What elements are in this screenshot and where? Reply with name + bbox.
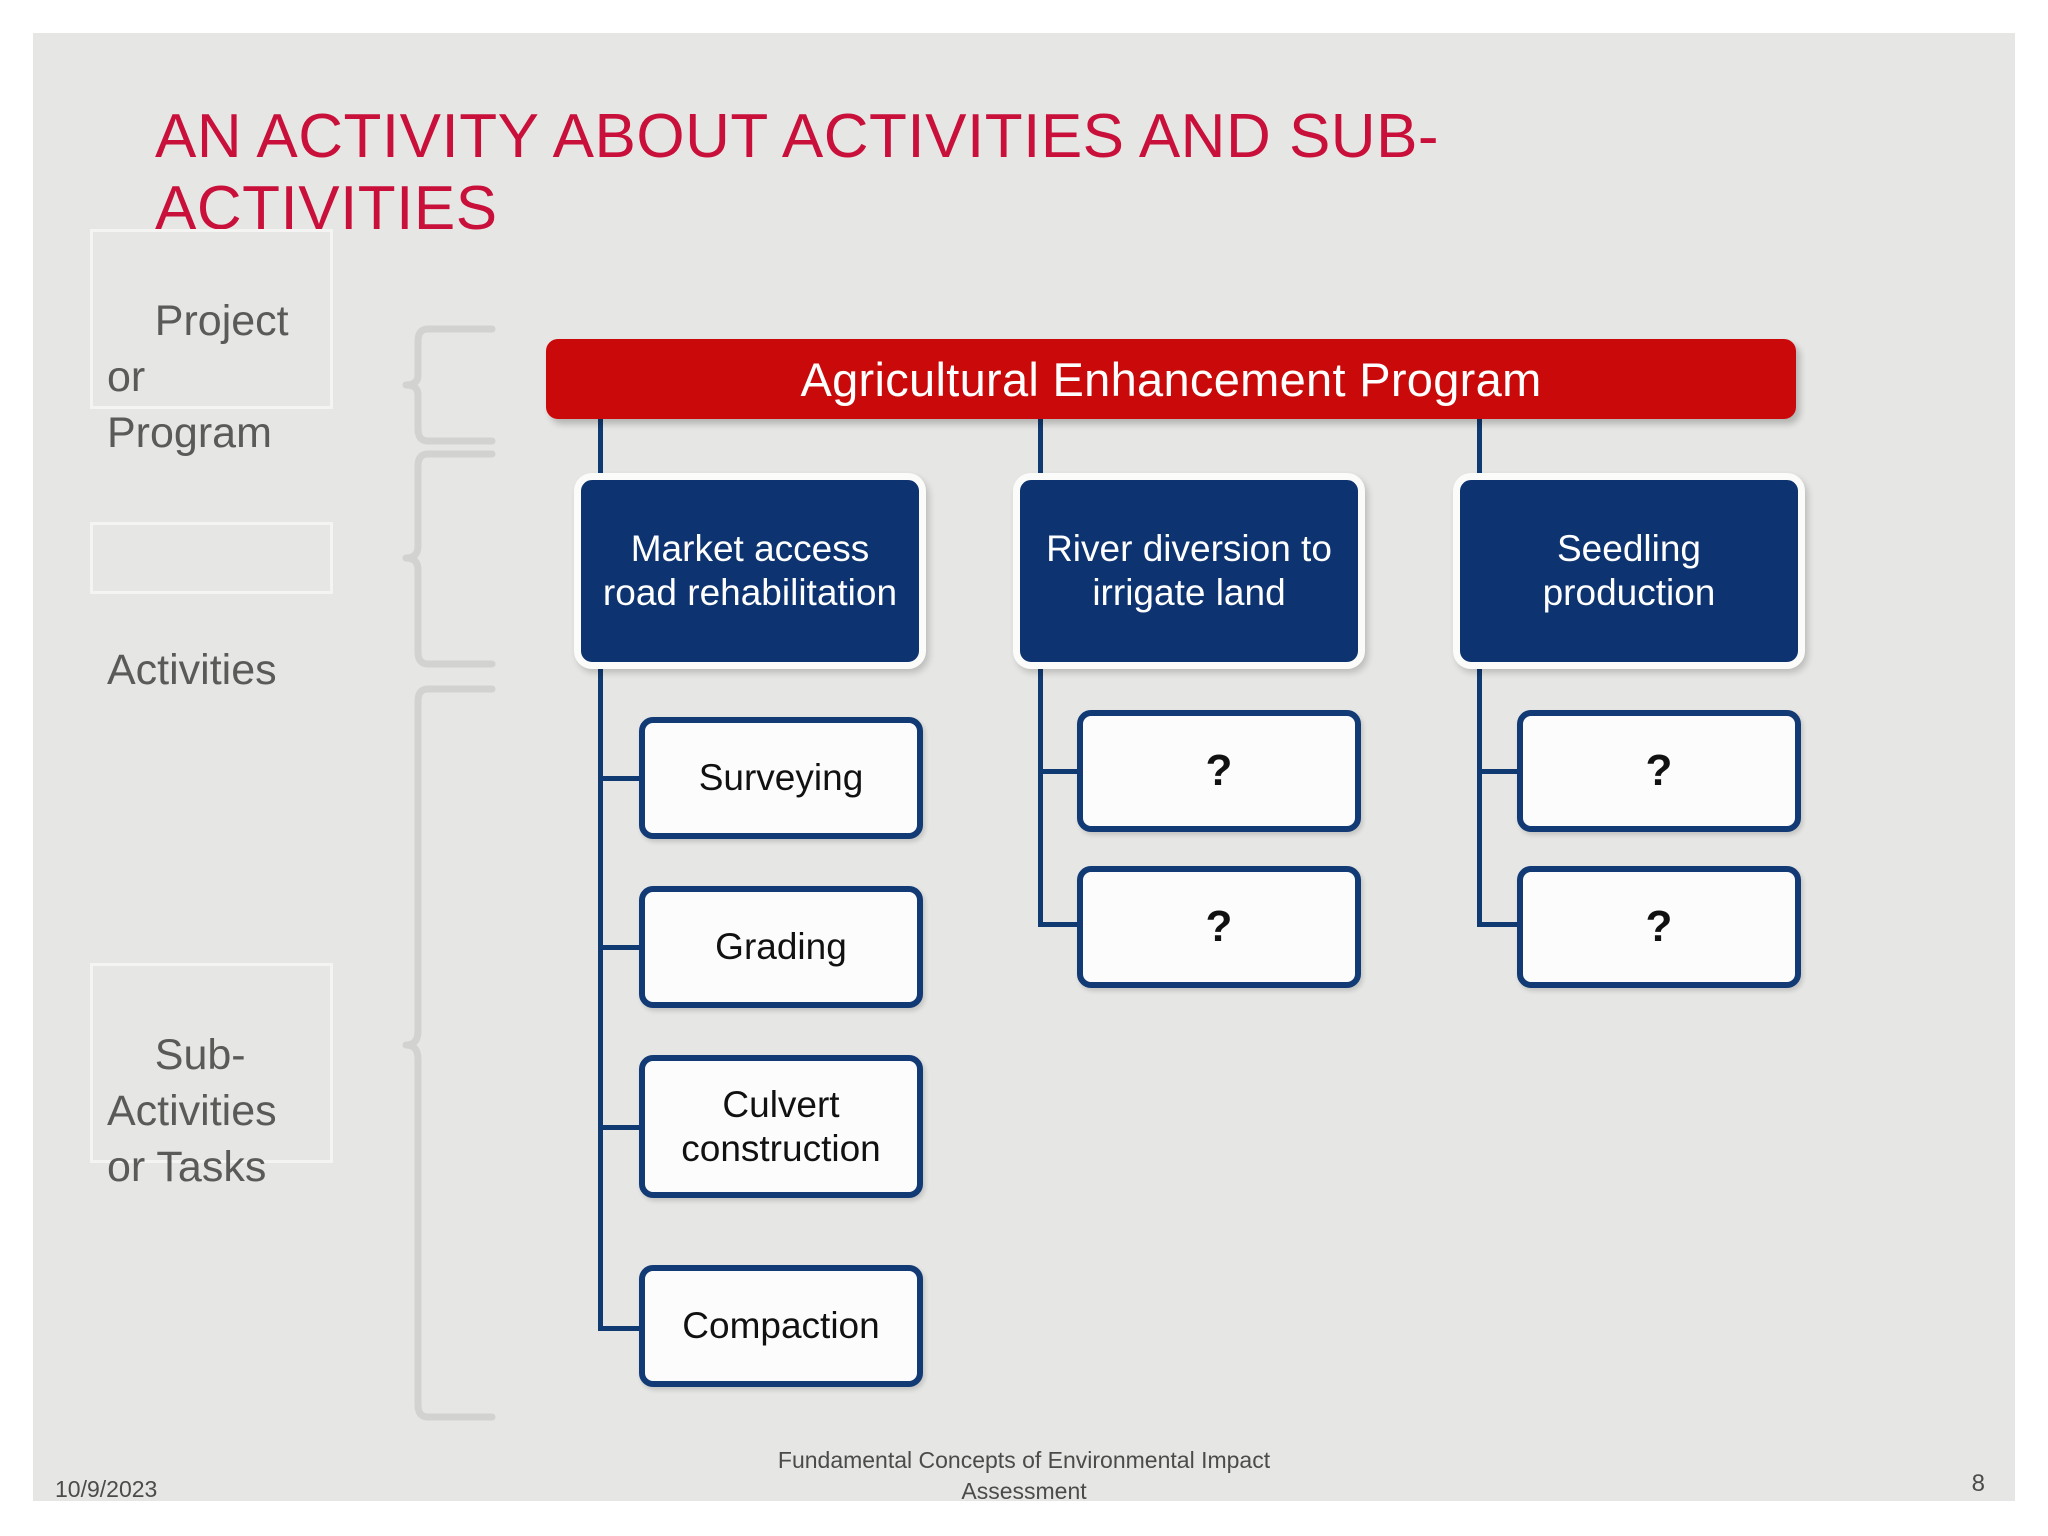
activity-box-river-diversion-to-irrigate-land[interactable]: River diversion to irrigate land (1013, 473, 1365, 669)
sub-activity-box-culvert-construction[interactable]: Culvert construction (639, 1055, 923, 1198)
slide-canvas: AN ACTIVITY ABOUT ACTIVITIES AND SUB-ACT… (33, 33, 2015, 1501)
connector-program-to-activity-1 (1038, 419, 1043, 477)
sub-activity-box-label: Compaction (682, 1305, 880, 1347)
connector-stub-1-1 (1038, 922, 1083, 927)
sub-activity-box-label: Culvert construction (681, 1083, 881, 1169)
page-title: AN ACTIVITY ABOUT ACTIVITIES AND SUB-ACT… (155, 102, 1440, 243)
category-label-activities-text: Activities (107, 645, 277, 694)
category-label-project-or-program-text: Project or Program (107, 296, 301, 457)
sub-activity-box-grading[interactable]: Grading (639, 886, 923, 1008)
category-label-project-or-program: Project or Program (90, 229, 333, 457)
sub-activity-box-unknown-2-1[interactable]: ? (1517, 866, 1801, 988)
connector-stub-0-3 (598, 1326, 643, 1331)
activity-box-market-access-road-rehabilitation[interactable]: Market access road rehabilitation (574, 473, 926, 669)
sub-activity-box-surveying[interactable]: Surveying (639, 717, 923, 839)
program-banner-label: Agricultural Enhancement Program (800, 352, 1542, 406)
program-banner[interactable]: Agricultural Enhancement Program (546, 339, 1796, 419)
connector-trunk-activity-1 (1038, 669, 1043, 927)
connector-stub-2-1 (1477, 922, 1522, 927)
activity-box-label: Seedling production (1542, 527, 1716, 613)
sub-activity-box-compaction[interactable]: Compaction (639, 1265, 923, 1387)
connector-stub-2-0 (1477, 769, 1522, 774)
sub-activity-box-label: Grading (715, 926, 847, 968)
connector-program-to-activity-0 (598, 419, 603, 477)
connector-stub-1-0 (1038, 769, 1083, 774)
brace-icon-activities (388, 448, 498, 670)
footer-date: 10/9/2023 (55, 1476, 158, 1501)
sub-activity-box-label: ? (1645, 902, 1673, 952)
connector-stub-0-1 (598, 945, 643, 950)
sub-activity-box-label: ? (1205, 746, 1233, 796)
connector-trunk-activity-2 (1477, 669, 1482, 927)
brace-icon-project (388, 323, 498, 448)
sub-activity-box-label: Surveying (698, 757, 864, 799)
activity-box-label: Market access road rehabilitation (602, 527, 898, 613)
brace-icon-sub-activities (388, 683, 498, 1423)
sub-activity-box-unknown-1-0[interactable]: ? (1077, 710, 1361, 832)
activity-box-label: River diversion to irrigate land (1046, 527, 1332, 613)
connector-stub-0-2 (598, 1125, 643, 1130)
sub-activity-box-unknown-2-0[interactable]: ? (1517, 710, 1801, 832)
sub-activity-box-label: ? (1205, 902, 1233, 952)
connector-trunk-activity-0 (598, 669, 603, 1331)
sub-activity-box-unknown-1-1[interactable]: ? (1077, 866, 1361, 988)
category-label-sub-activities-or-tasks-text: Sub-Activities or Tasks (107, 1030, 289, 1191)
sub-activity-box-label: ? (1645, 746, 1673, 796)
footer-page-number: 8 (1971, 1470, 1985, 1497)
connector-stub-0-0 (598, 776, 643, 781)
category-label-sub-activities-or-tasks: Sub-Activities or Tasks (90, 963, 333, 1191)
activity-box-seedling-production[interactable]: Seedling production (1453, 473, 1805, 669)
footer-subtitle: Fundamental Concepts of Environmental Im… (777, 1447, 1271, 1501)
category-label-activities: Activities (90, 522, 333, 694)
connector-program-to-activity-2 (1477, 419, 1482, 477)
